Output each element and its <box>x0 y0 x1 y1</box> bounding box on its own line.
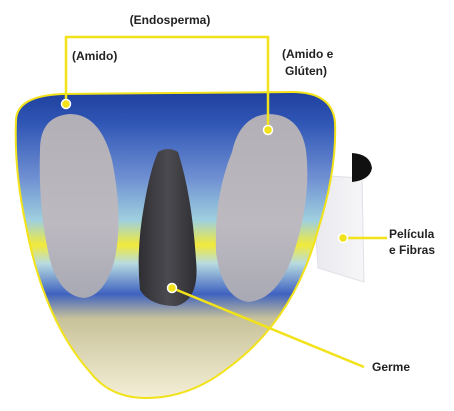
amido-gluten-dot <box>264 126 273 135</box>
label-amido-gluten-line1: (Amido e <box>282 47 334 61</box>
label-germe: Germe <box>372 360 410 374</box>
label-endosperma: (Endosperma) <box>130 13 211 27</box>
label-pelicula-line1: Película <box>389 227 435 241</box>
label-amido-gluten-line2: Glúten) <box>285 64 327 78</box>
germe-dot <box>168 284 177 293</box>
label-pelicula-line2: e Fibras <box>389 243 435 257</box>
pelicula-dot <box>339 234 348 243</box>
label-amido: (Amido) <box>72 49 117 63</box>
amido-dot <box>62 100 71 109</box>
